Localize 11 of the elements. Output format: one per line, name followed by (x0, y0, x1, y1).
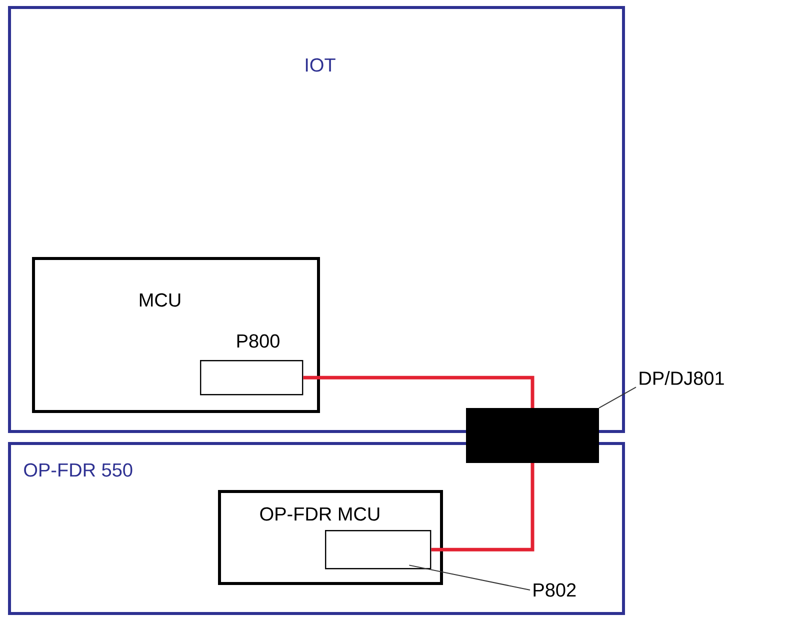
part-label: P802 (534, 583, 576, 597)
leader-line (598, 386, 636, 408)
board-box: OP-FDR MCU (218, 490, 443, 585)
wire (431, 463, 534, 552)
part-label: DP/DJ801 (640, 371, 724, 385)
connector-block (466, 408, 599, 463)
leader-line (408, 564, 530, 590)
node-label: P800 (237, 334, 280, 348)
connector-box (325, 530, 432, 570)
wire (303, 376, 534, 408)
connector-box: P800 (200, 334, 304, 396)
